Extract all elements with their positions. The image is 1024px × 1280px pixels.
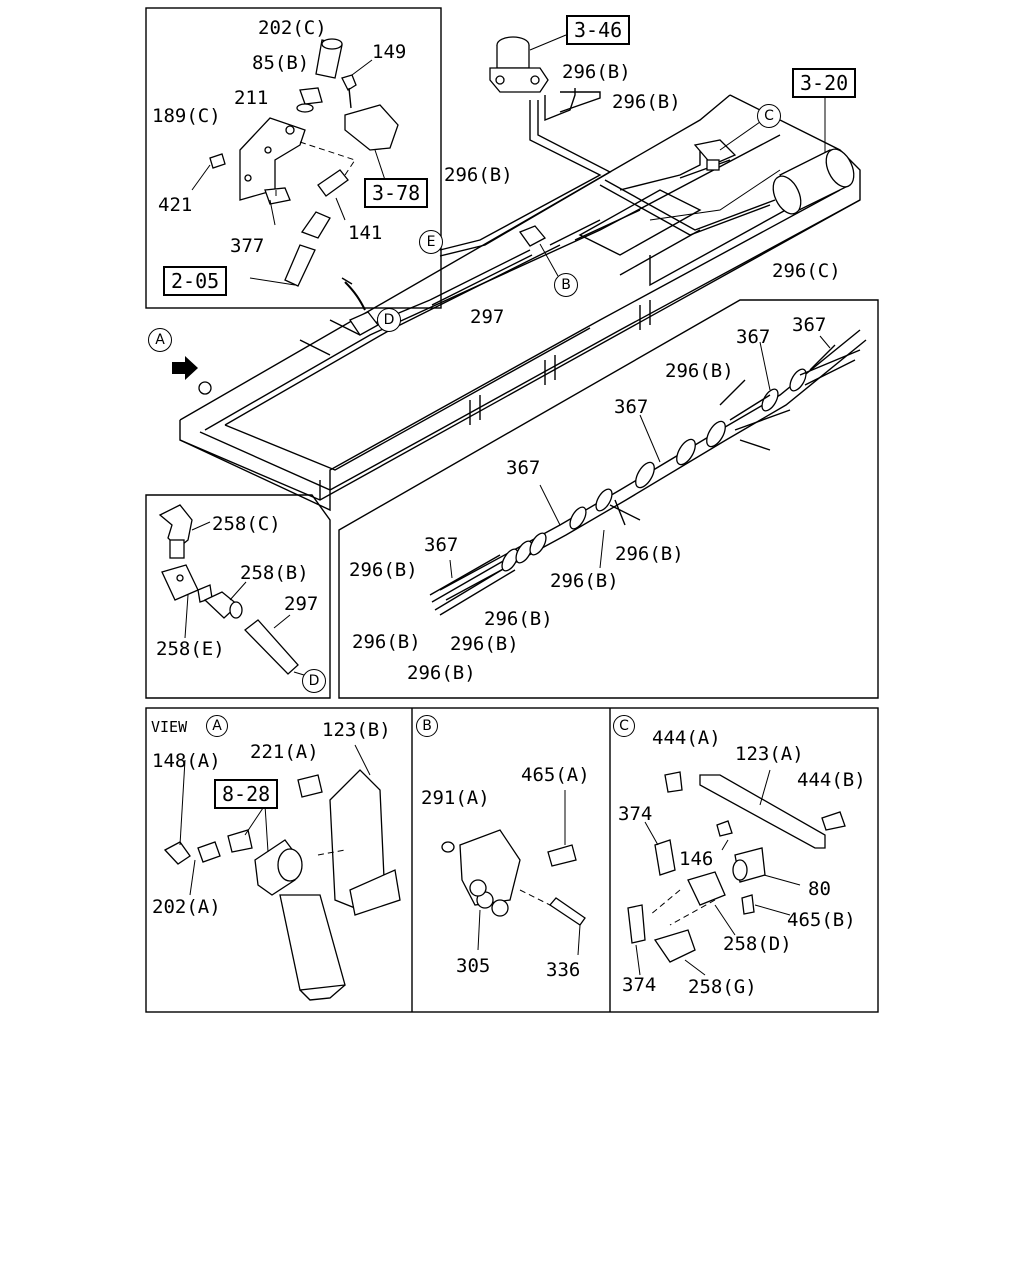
- part-label: 296(B): [352, 631, 421, 653]
- part-label: 141: [348, 222, 383, 244]
- chassis-frame: [179, 94, 861, 512]
- view-a-arrow: [172, 356, 212, 395]
- part-label: 367: [792, 314, 827, 336]
- ref-box-3-20: 3-20: [792, 68, 857, 98]
- part-label: 296(B): [562, 61, 631, 83]
- inset-engine-parts: [191, 38, 399, 287]
- part-label: 377: [230, 235, 265, 257]
- part-label: 297: [284, 593, 319, 615]
- part-label: 146: [679, 848, 714, 870]
- part-label: 258(G): [688, 976, 757, 998]
- view-circle-b-header: B: [416, 715, 438, 737]
- part-label: 367: [424, 534, 459, 556]
- view-circle-c-header: C: [613, 715, 635, 737]
- part-label: 374: [622, 974, 657, 996]
- part-label: 296(B): [450, 633, 519, 655]
- part-label: 296(B): [550, 570, 619, 592]
- part-label: 258(B): [240, 562, 309, 584]
- part-label: 296(B): [615, 543, 684, 565]
- part-label: 202(C): [258, 17, 327, 39]
- part-label: 221(A): [250, 741, 319, 763]
- part-label: 258(C): [212, 513, 281, 535]
- part-label: 367: [506, 457, 541, 479]
- pipe-routes: [369, 88, 781, 326]
- part-label: 296(B): [407, 662, 476, 684]
- ref-box-2-05: 2-05: [163, 266, 228, 296]
- view-circle-a-header: A: [206, 715, 228, 737]
- inset-258-fittings: [158, 504, 305, 676]
- part-label: 80: [808, 878, 831, 900]
- part-label: 123(B): [322, 719, 391, 741]
- view-b-parts: [441, 790, 586, 956]
- ref-box-3-78: 3-78: [364, 178, 429, 208]
- part-label: 297: [470, 306, 505, 328]
- view-c-parts: [627, 769, 846, 976]
- fitting-d-on-frame: [341, 277, 379, 336]
- part-label: 421: [158, 194, 193, 216]
- part-label: 465(B): [787, 909, 856, 931]
- air-valve-3-46: [489, 34, 567, 93]
- part-label: 189(C): [152, 105, 221, 127]
- part-label: 149: [372, 41, 407, 63]
- ref-box-3-46: 3-46: [566, 15, 631, 45]
- part-label: 85(B): [252, 52, 310, 74]
- view-a-title: VIEW: [151, 718, 188, 736]
- part-label: 305: [456, 955, 491, 977]
- part-label: 291(A): [421, 787, 490, 809]
- part-label: 148(A): [152, 750, 221, 772]
- part-label: 336: [546, 959, 581, 981]
- part-label: 444(A): [652, 727, 721, 749]
- view-circle-a: A: [148, 328, 172, 352]
- part-label: 444(B): [797, 769, 866, 791]
- part-label: 123(A): [735, 743, 804, 765]
- part-label: 374: [618, 803, 653, 825]
- part-label: 296(B): [665, 360, 734, 382]
- view-circle-c: C: [757, 104, 781, 128]
- part-label: 202(A): [152, 896, 221, 918]
- part-label: 258(D): [723, 933, 792, 955]
- part-label: 367: [736, 326, 771, 348]
- inset-frames: [145, 7, 879, 1013]
- view-circle-e: E: [419, 230, 443, 254]
- joint-b-on-frame: [518, 225, 559, 277]
- view-circle-d: D: [377, 308, 401, 332]
- part-label: 296(B): [349, 559, 418, 581]
- part-label: 367: [614, 396, 649, 418]
- view-circle-d-inset: D: [302, 669, 326, 693]
- air-tank-3-20: [772, 95, 855, 215]
- bracket-c-on-frame: [693, 121, 761, 171]
- ref-box-8-28: 8-28: [214, 779, 279, 809]
- part-label: 258(E): [156, 638, 225, 660]
- part-label: 211: [234, 87, 269, 109]
- part-label: 465(A): [521, 764, 590, 786]
- view-a-parts: [163, 744, 401, 1001]
- part-label: 296(B): [612, 91, 681, 113]
- part-label: 296(C): [772, 260, 841, 282]
- part-label: 296(B): [444, 164, 513, 186]
- part-label: 296(B): [484, 608, 553, 630]
- inset-harness: [429, 329, 867, 616]
- view-circle-b: B: [554, 273, 578, 297]
